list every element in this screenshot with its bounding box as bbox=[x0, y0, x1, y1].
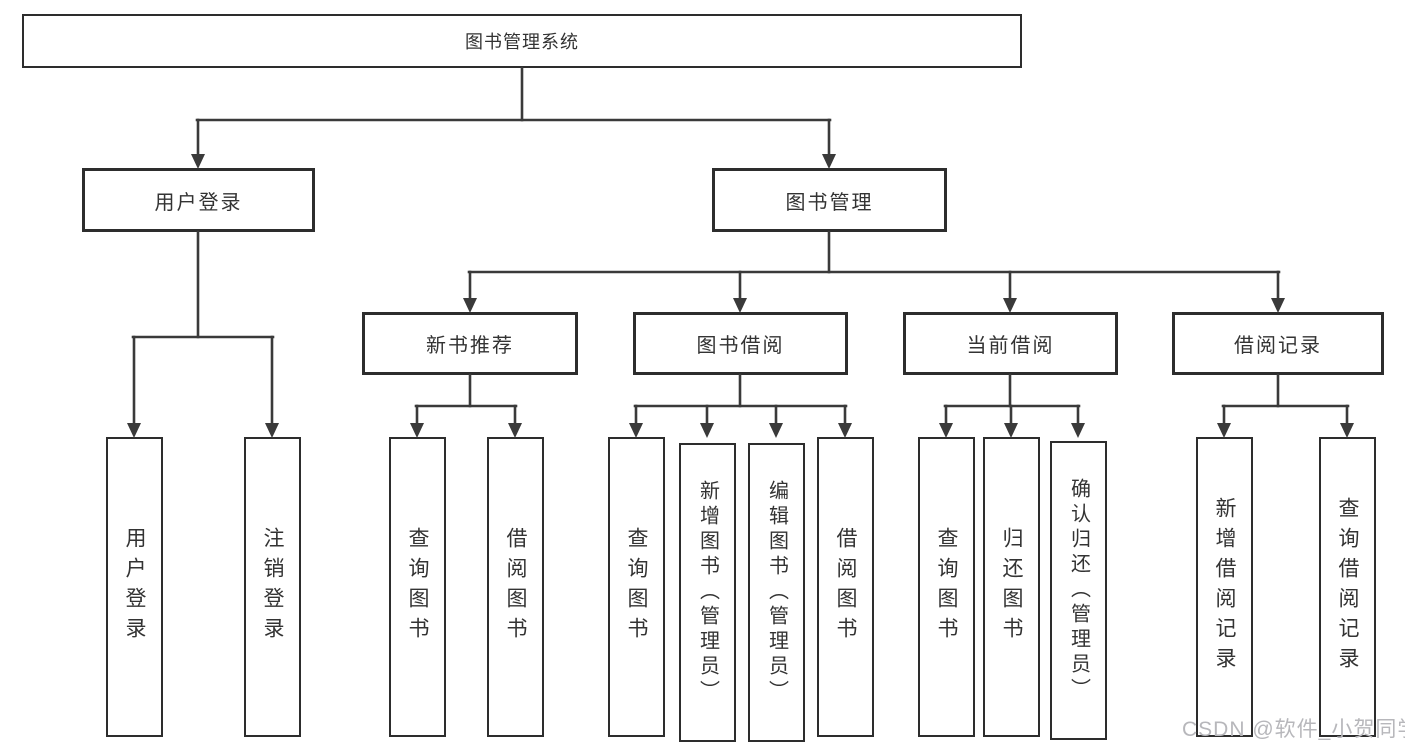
node-user-login: 用户登录 bbox=[82, 168, 315, 232]
node-library-management-system: 图书管理系统 bbox=[22, 14, 1022, 68]
leaf-logout: 注销登录 bbox=[244, 437, 301, 737]
leaf-query-books-3: 查询图书 bbox=[918, 437, 975, 737]
leaf-return-books: 归还图书 bbox=[983, 437, 1040, 737]
leaf-user-login: 用户登录 bbox=[106, 437, 163, 737]
leaf-query-books-2: 查询图书 bbox=[608, 437, 665, 737]
node-book-borrow: 图书借阅 bbox=[633, 312, 848, 375]
leaf-edit-books-admin: 编辑图书（管理员） bbox=[748, 443, 805, 742]
leaf-query-books-1: 查询图书 bbox=[389, 437, 446, 737]
node-borrow-record: 借阅记录 bbox=[1172, 312, 1384, 375]
node-current-borrow: 当前借阅 bbox=[903, 312, 1118, 375]
leaf-add-books-admin: 新增图书（管理员） bbox=[679, 443, 736, 742]
leaf-query-borrow-record: 查询借阅记录 bbox=[1319, 437, 1376, 737]
watermark: CSDN @软件_小贺同学 bbox=[1182, 718, 1405, 741]
leaf-borrow-books-2: 借阅图书 bbox=[817, 437, 874, 737]
leaf-confirm-return-admin: 确认归还（管理员） bbox=[1050, 441, 1107, 740]
node-book-management: 图书管理 bbox=[712, 168, 947, 232]
leaf-borrow-books-1: 借阅图书 bbox=[487, 437, 544, 737]
leaf-add-borrow-record: 新增借阅记录 bbox=[1196, 437, 1253, 737]
node-new-book-recommend: 新书推荐 bbox=[362, 312, 578, 375]
